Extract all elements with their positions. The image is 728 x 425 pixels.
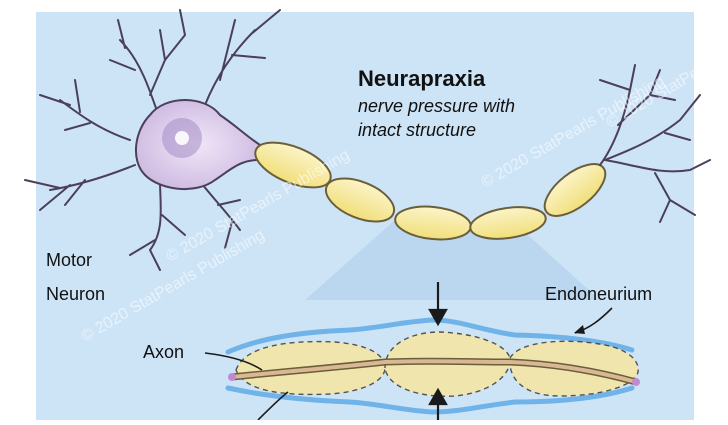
motor-neuron-label-line-2: Neuron (46, 284, 105, 304)
axon-end-right (632, 378, 640, 386)
motor-neuron-label-line-1: Motor (46, 250, 92, 270)
endoneurium-label: Endoneurium (545, 284, 652, 304)
subtitle-line-1: nerve pressure with (358, 96, 515, 116)
neuron-nucleolus (175, 131, 189, 145)
subtitle-line-2: intact structure (358, 120, 476, 140)
axon-end-left (228, 373, 236, 381)
title: Neurapraxia (358, 66, 486, 91)
axon-label: Axon (143, 342, 184, 362)
